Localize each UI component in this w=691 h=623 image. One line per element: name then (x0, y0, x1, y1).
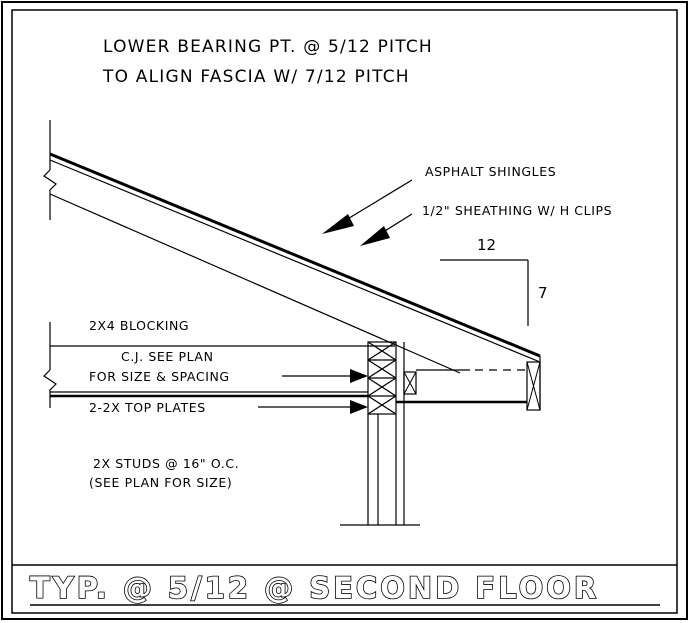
leader-ceiling-joist (282, 369, 368, 383)
callout-blocking: 2X4 BLOCKING (89, 318, 189, 333)
callout-studs-line2: (SEE PLAN FOR SIZE) (89, 475, 232, 490)
callout-sheathing: 1/2" SHEATHING W/ H CLIPS (422, 203, 612, 218)
detail-title: TYP. @ 5/12 @ SECOND FLOOR (30, 571, 599, 605)
leader-sheathing (360, 213, 413, 246)
header-note-line2: TO ALIGN FASCIA W/ 7/12 PITCH (102, 67, 410, 87)
leader-asphalt-shingles (322, 179, 413, 234)
break-line-upper (43, 120, 57, 220)
pitch-symbol: 12 7 (440, 236, 548, 326)
wall-plates-blocking (367, 341, 397, 415)
pitch-run: 12 (477, 236, 496, 254)
eave-framing (396, 361, 541, 411)
callout-ceiling-joist-line1: C.J. SEE PLAN (121, 349, 214, 364)
callout-asphalt-shingles: ASPHALT SHINGLES (425, 164, 556, 179)
callout-top-plates: 2-2X TOP PLATES (89, 400, 206, 415)
wall-studs (340, 342, 420, 526)
inner-border (11, 9, 678, 614)
rafter (49, 152, 541, 410)
leader-top-plates (258, 400, 368, 414)
pitch-rise: 7 (538, 284, 548, 302)
ceiling-joist-lines (50, 345, 395, 398)
callout-studs-line1: 2X STUDS @ 16" O.C. (93, 456, 239, 471)
callout-ceiling-joist-line2: FOR SIZE & SPACING (89, 369, 230, 384)
header-note-line1: LOWER BEARING PT. @ 5/12 PITCH (103, 37, 433, 57)
